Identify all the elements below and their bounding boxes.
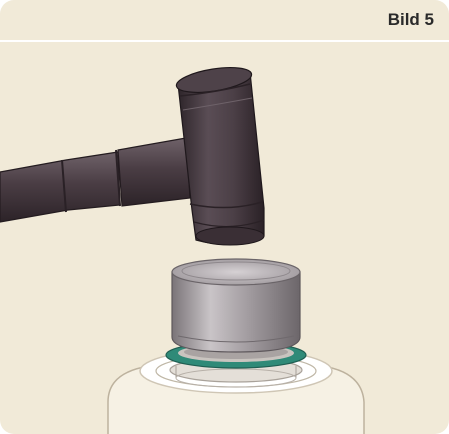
press-punch-icon: [172, 259, 300, 352]
hammer-icon: [0, 63, 264, 245]
